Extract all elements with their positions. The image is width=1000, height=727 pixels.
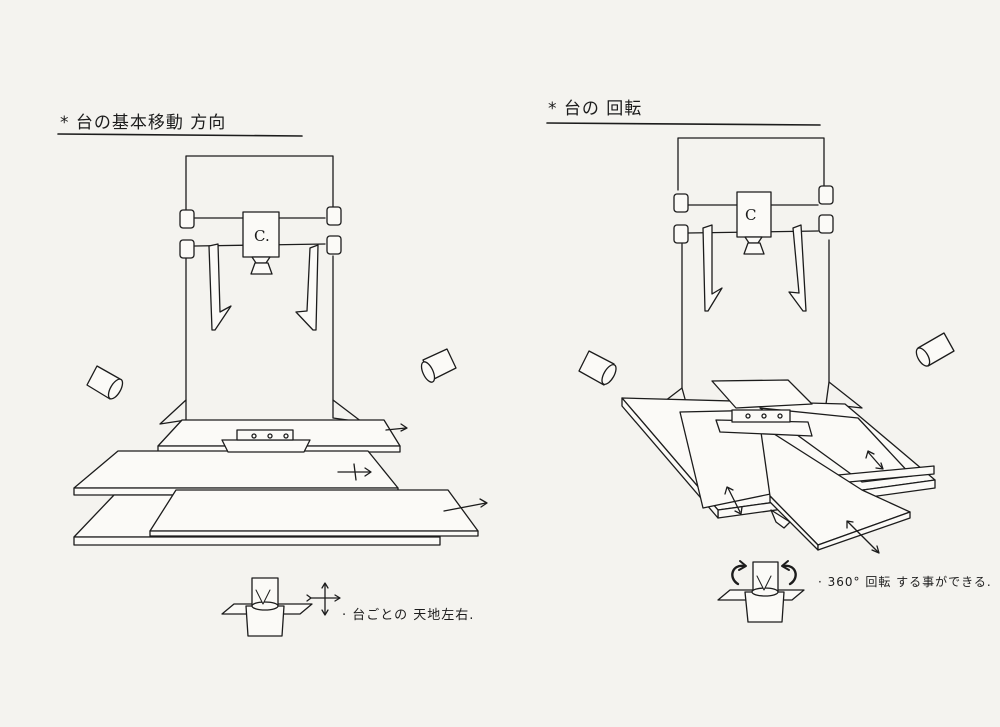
left-turntable-mount: [221, 429, 311, 453]
right-boards: [621, 379, 936, 551]
right-diagram: [546, 122, 955, 623]
left-camera: [242, 211, 280, 275]
right-camera-label: C: [745, 206, 757, 224]
right-turntable-mount: [715, 409, 813, 437]
right-light-cylinders: [578, 332, 955, 386]
right-camera: [736, 191, 772, 255]
left-frame-clamps: [179, 206, 342, 259]
left-caption: · 台ごとの 天地左右.: [342, 608, 475, 623]
left-move-arrows: [337, 423, 488, 512]
left-side-panels: [208, 243, 319, 331]
right-frame-clamps: [673, 185, 834, 244]
right-move-arrows: [724, 450, 884, 554]
left-title-underline: [57, 133, 303, 137]
left-stand-frame: [159, 155, 363, 425]
right-section-title: * 台の 回転: [548, 99, 643, 119]
left-camera-label: C.: [254, 227, 270, 245]
left-direction-cross: [306, 582, 341, 616]
left-light-cylinders: [86, 348, 457, 400]
left-diagram: [57, 133, 488, 637]
left-section-title: * 台の基本移動 方向: [60, 113, 227, 133]
right-rotation-arrows: [731, 560, 797, 586]
right-side-panels: [702, 224, 807, 312]
right-pedestal-base: [717, 561, 805, 623]
right-stand-frame: [647, 137, 863, 415]
left-pedestal-base: [221, 577, 313, 637]
right-caption: · 360° 回転 する事ができる.: [818, 575, 992, 589]
right-title-underline: [546, 122, 821, 126]
